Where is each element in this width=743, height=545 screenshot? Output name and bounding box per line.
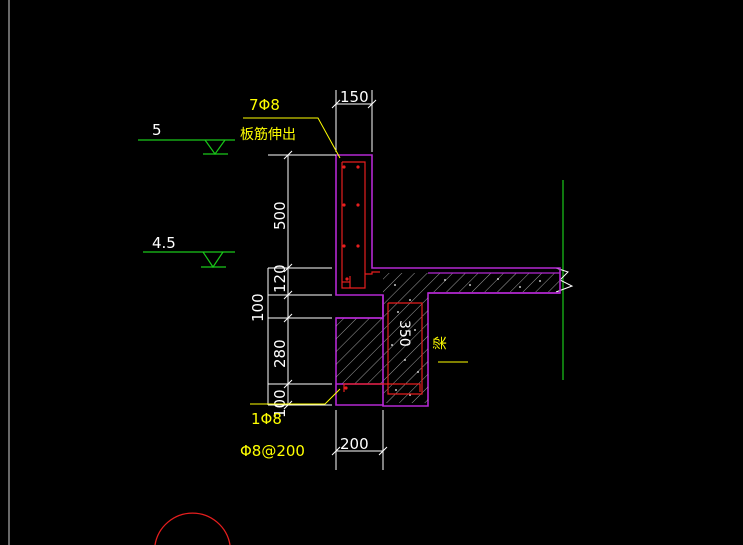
- dimension-left-chain: [267, 150, 336, 410]
- dim-left-120: 120: [271, 264, 289, 293]
- level-text-4-5: 4.5: [152, 234, 176, 252]
- level-marker-4-5: 4.5: [143, 234, 235, 269]
- rebar-cage: [341, 161, 423, 395]
- rebar-upper-extension: [365, 271, 380, 275]
- rebar-upper-stirrup: [341, 161, 366, 289]
- dim-top-width: 150: [340, 88, 369, 106]
- dim-left-280: 280: [271, 339, 289, 368]
- label-rebar-bottom: 1Φ8: [251, 410, 282, 428]
- label-rebar-note: 板筋伸出: [240, 126, 296, 143]
- label-beam: 梁: [433, 336, 449, 350]
- label-stirrup: Φ8@200: [240, 442, 305, 460]
- dimension-bottom: [331, 410, 388, 470]
- rebar-dots: [342, 165, 360, 390]
- dim-left-100: 100: [249, 293, 267, 322]
- label-rebar-top: 7Φ8: [249, 96, 280, 114]
- level-marker-5: 5: [138, 121, 235, 156]
- grid-bubble-circle: [154, 512, 231, 545]
- hatched-beam: [336, 272, 560, 406]
- level-text-5: 5: [152, 121, 162, 139]
- dim-bottom-width: 200: [340, 435, 369, 453]
- rebar-beam-stirrup: [387, 302, 423, 395]
- rebar-bottom-hook: [343, 383, 421, 392]
- dimension-top: [331, 90, 377, 152]
- dim-beam-depth: 350: [396, 320, 412, 347]
- concrete-speckles: [391, 278, 541, 396]
- leader-lines: [243, 117, 468, 405]
- dim-left-500: 500: [271, 201, 289, 230]
